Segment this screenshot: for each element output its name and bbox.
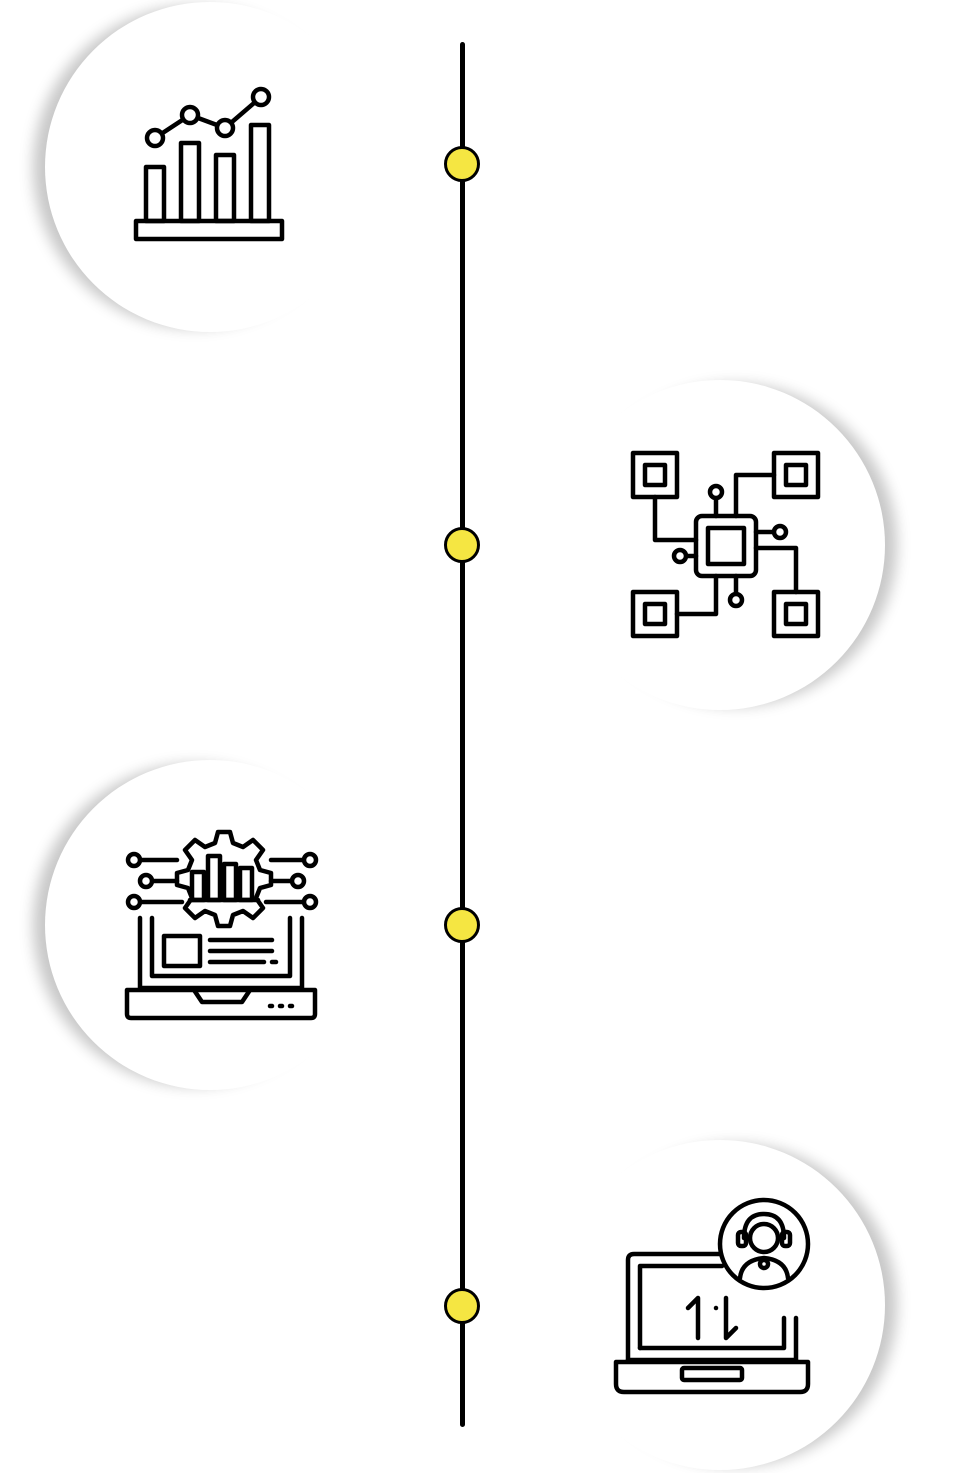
circuit-network-icon (630, 450, 825, 645)
bar-chart-trend-icon (130, 85, 290, 245)
laptop-support-transfer-icon (612, 1197, 812, 1398)
timeline-node-3 (444, 907, 480, 943)
timeline-node-4 (444, 1288, 480, 1324)
timeline-line (460, 42, 465, 1427)
step-3-bubble (45, 760, 375, 1090)
timeline-node-2 (444, 527, 480, 563)
step-4-bubble (555, 1140, 885, 1470)
laptop-gear-analytics-icon (122, 828, 322, 1028)
timeline-node-1 (444, 146, 480, 182)
step-2-bubble (555, 380, 885, 710)
step-1-bubble (45, 2, 375, 332)
